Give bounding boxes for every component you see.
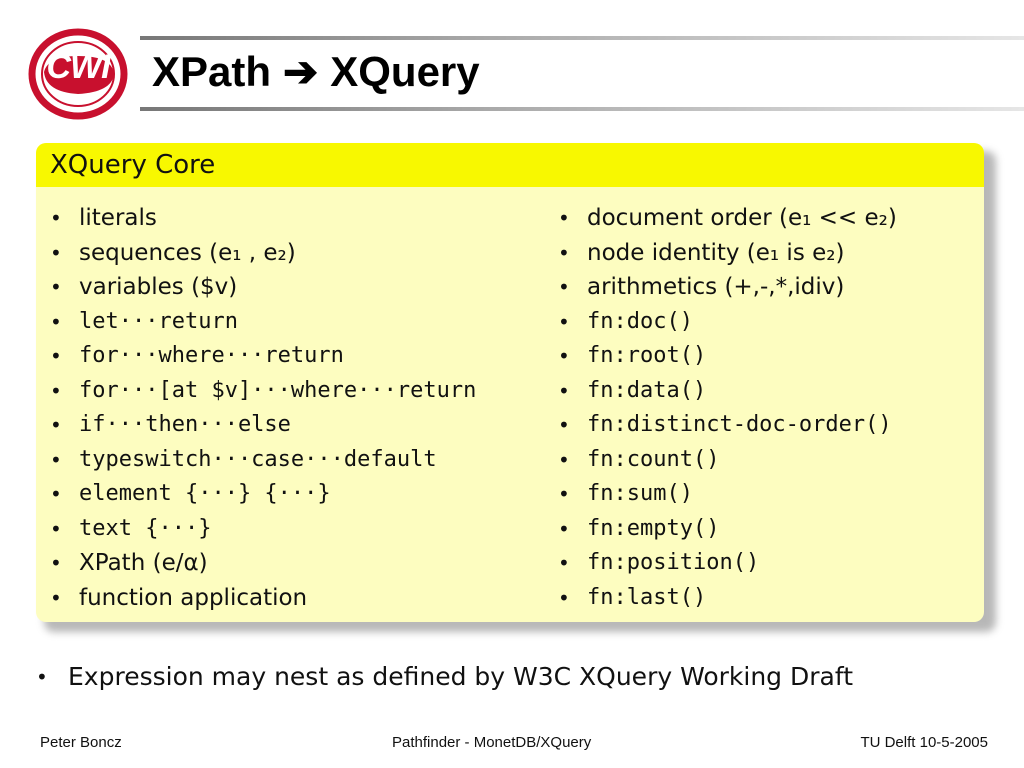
bullet-icon: • <box>558 344 570 368</box>
left-column: • literals • sequences (e₁ , e₂) • variables … <box>50 201 476 615</box>
list-item: • fn:doc() <box>558 305 897 340</box>
list-item-text: if···then···else <box>79 412 291 437</box>
list-item: • fn:distinct-doc-order() <box>558 408 897 443</box>
bullet-icon: • <box>558 447 570 472</box>
list-item-text: literals <box>79 205 157 231</box>
list-item: • fn:root() <box>558 339 897 374</box>
list-item: • for···where···return <box>50 339 476 374</box>
list-item: • fn:position() <box>558 546 897 581</box>
arrow-right-icon: ➔ <box>283 48 319 95</box>
list-item-text: variables ($v) <box>79 274 238 300</box>
list-item: • for···[at $v]···where···return <box>50 374 476 409</box>
list-item: • fn:last() <box>558 581 897 616</box>
list-item-text: fn:count() <box>587 446 720 472</box>
bullet-icon: • <box>36 665 48 689</box>
list-item: • document order (e₁ << e₂) <box>558 201 897 236</box>
list-item-text: fn:doc() <box>587 308 693 334</box>
bullet-icon: • <box>558 309 570 334</box>
bullet-icon: • <box>50 482 62 506</box>
list-item-text: for···[at $v]···where···return <box>79 377 477 403</box>
box-header: XQuery Core <box>36 143 984 187</box>
list-item: • XPath (e/α) <box>50 546 476 581</box>
list-item: • if···then···else <box>50 408 476 443</box>
bullet-icon: • <box>50 585 62 610</box>
bullet-icon: • <box>50 447 62 472</box>
list-item: • fn:count() <box>558 443 897 478</box>
bullet-icon: • <box>558 516 570 541</box>
list-item-text: fn:sum() <box>587 481 693 506</box>
footer-venue-date: TU Delft 10-5-2005 <box>860 734 988 751</box>
list-item-text: element {···} {···} <box>79 481 331 506</box>
bullet-icon: • <box>558 240 570 265</box>
bullet-icon: • <box>558 585 570 610</box>
list-item: • fn:data() <box>558 374 897 409</box>
slide-title: XPath➔XQuery <box>152 44 480 100</box>
cwi-logo: CWI <box>26 26 130 122</box>
bullet-icon: • <box>558 378 570 403</box>
list-item: • fn:empty() <box>558 512 897 547</box>
list-item-text: fn:last() <box>587 584 707 610</box>
list-item-text: function application <box>79 584 308 611</box>
bullet-icon: • <box>50 309 62 334</box>
list-item: • literals <box>50 201 476 236</box>
bullet-icon: • <box>558 551 570 575</box>
bullet-icon: • <box>50 551 62 575</box>
list-item-text: arithmetics (+,-,*,idiv) <box>587 274 845 300</box>
list-item: • element {···} {···} <box>50 477 476 512</box>
cwi-logo-text: CWI <box>46 48 110 86</box>
list-item-text: text {···} <box>79 515 212 541</box>
bullet-icon: • <box>50 413 62 437</box>
cwi-logo-ring <box>28 28 128 120</box>
list-item-text: node identity (e₁ is e₂) <box>587 239 845 266</box>
xquery-core-box: XQuery Core • literals • sequences (e₁ , e₂… <box>36 143 984 622</box>
right-column: • document order (e₁ << e₂) • node identity… <box>558 201 897 615</box>
bullet-icon: • <box>50 378 62 403</box>
list-item-text: let···return <box>79 308 238 334</box>
list-item-text: fn:root() <box>587 343 707 368</box>
list-item-text: sequences (e₁ , e₂) <box>79 239 296 266</box>
list-item-text: fn:data() <box>587 377 707 403</box>
bullet-icon: • <box>558 206 570 230</box>
bullet-icon: • <box>558 482 570 506</box>
list-item: • typeswitch···case···default <box>50 443 476 478</box>
list-item: • sequences (e₁ , e₂) <box>50 236 476 271</box>
title-rule-top <box>140 36 1024 40</box>
list-item: • node identity (e₁ is e₂) <box>558 236 897 271</box>
list-item-text: fn:position() <box>587 550 760 575</box>
footer-author: Peter Boncz <box>40 734 122 751</box>
bullet-icon: • <box>50 240 62 265</box>
title-rule-bottom <box>140 107 1024 111</box>
note-item: • Expression may nest as defined by W3C … <box>36 658 853 696</box>
bullet-icon: • <box>558 413 570 437</box>
list-item: • variables ($v) <box>50 270 476 305</box>
note-text: Expression may nest as defined by W3C XQ… <box>68 662 854 691</box>
title-left: XPath <box>152 48 272 95</box>
bullet-icon: • <box>50 516 62 541</box>
title-right: XQuery <box>330 48 480 95</box>
list-item-text: typeswitch···case···default <box>79 446 437 472</box>
list-item-text: for···where···return <box>79 343 344 368</box>
bullet-icon: • <box>558 275 570 299</box>
bullet-icon: • <box>50 344 62 368</box>
bullet-icon: • <box>50 275 62 299</box>
list-item-text: document order (e₁ << e₂) <box>587 205 897 231</box>
list-item: • fn:sum() <box>558 477 897 512</box>
list-item: • arithmetics (+,-,*,idiv) <box>558 270 897 305</box>
bullet-icon: • <box>50 206 62 230</box>
list-item: • text {···} <box>50 512 476 547</box>
list-item-text: fn:distinct-doc-order() <box>587 412 892 437</box>
list-item-text: XPath (e/α) <box>79 550 208 576</box>
footer-presentation-title: Pathfinder - MonetDB/XQuery <box>392 734 592 751</box>
list-item: • let···return <box>50 305 476 340</box>
list-item: • function application <box>50 581 476 616</box>
list-item-text: fn:empty() <box>587 515 720 541</box>
